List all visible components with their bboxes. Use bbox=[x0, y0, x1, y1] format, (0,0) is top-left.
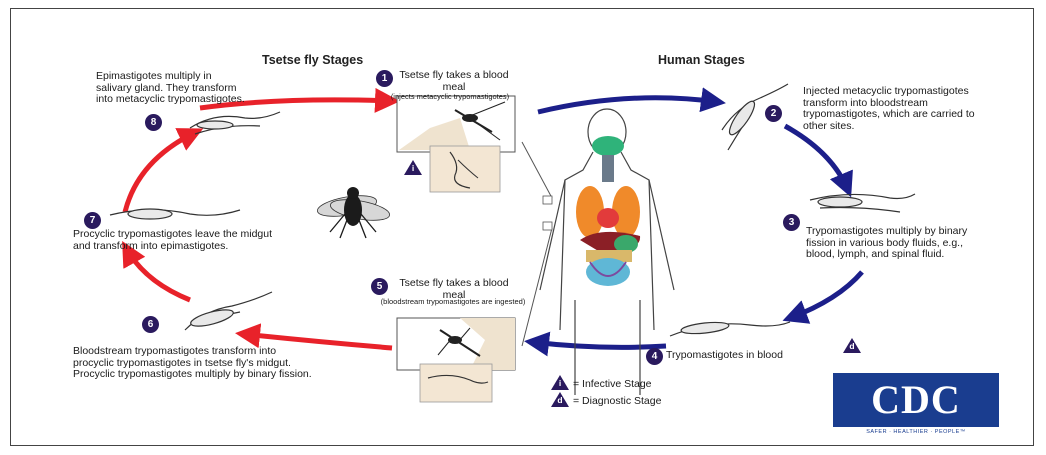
parasite-stage-4 bbox=[670, 321, 790, 336]
human-stages-heading: Human Stages bbox=[658, 53, 745, 67]
stage-1-note: (injects metacyclic trypomastigotes) bbox=[360, 93, 540, 101]
tsetse-fly-illustration bbox=[316, 187, 391, 238]
stage-badge-3: 3 bbox=[783, 214, 800, 231]
infective-marker-stage-1: i bbox=[404, 160, 422, 175]
inset-fly-bite-5 bbox=[397, 318, 515, 370]
stage-6-text: Bloodstream trypomastigotes transform in… bbox=[73, 346, 313, 381]
arrow-1-to-2 bbox=[538, 98, 718, 112]
stage-8-text: Epimastigotes multiply in salivary gland… bbox=[96, 71, 246, 106]
arrow-6-to-7 bbox=[126, 248, 190, 300]
stage-badge-5: 5 bbox=[371, 278, 388, 295]
parasite-stage-3 bbox=[810, 194, 915, 212]
arrow-4-to-5 bbox=[532, 342, 666, 347]
stage-7-text: Procyclic trypomastigotes leave the midg… bbox=[73, 229, 288, 252]
inset-fly-bite-1 bbox=[397, 96, 515, 152]
parasite-stage-6 bbox=[185, 292, 272, 330]
stage-5-note: (bloodstream trypomastigotes are ingeste… bbox=[372, 298, 534, 306]
arrow-7-to-8 bbox=[125, 132, 196, 212]
stage-badge-4: 4 bbox=[646, 348, 663, 365]
cdc-logo: CDC bbox=[833, 373, 999, 427]
inset-trypanosome-5 bbox=[420, 364, 492, 402]
legend-infective-label: = Infective Stage bbox=[573, 379, 652, 391]
legend-diagnostic-label: = Diagnostic Stage bbox=[573, 396, 661, 408]
arrow-3-to-4 bbox=[790, 272, 862, 318]
tsetse-stages-heading: Tsetse fly Stages bbox=[262, 53, 363, 67]
stage-4-text: Trypomastigotes in blood bbox=[666, 350, 826, 362]
arrow-2-to-3 bbox=[785, 126, 848, 190]
legend-infective-icon: i bbox=[551, 375, 569, 390]
diagnostic-marker-stage-4: d bbox=[843, 338, 861, 353]
stage-1-title: Tsetse fly takes a blood meal bbox=[399, 70, 509, 93]
parasite-stage-8 bbox=[190, 112, 280, 134]
stage-badge-2: 2 bbox=[765, 105, 782, 122]
stage-badge-8: 8 bbox=[145, 114, 162, 131]
parasite-stage-7 bbox=[110, 209, 240, 219]
stage-badge-1: 1 bbox=[376, 70, 393, 87]
cdc-tagline: SAFER · HEALTHIER · PEOPLE™ bbox=[833, 429, 999, 435]
stage-3-text: Trypomastigotes multiply by binary fissi… bbox=[806, 226, 986, 261]
stage-2-text: Injected metacyclic trypomastigotes tran… bbox=[803, 86, 988, 132]
inset-trypanosome-1 bbox=[430, 146, 500, 192]
stage-badge-6: 6 bbox=[142, 316, 159, 333]
legend-diagnostic-icon: d bbox=[551, 392, 569, 407]
stage-badge-7: 7 bbox=[84, 212, 101, 229]
